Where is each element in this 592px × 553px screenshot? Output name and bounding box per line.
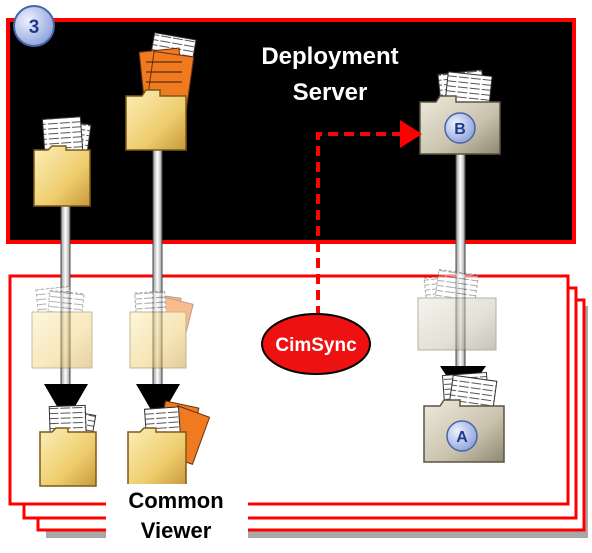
common-viewer-label-bg [106,484,248,548]
server-folder-left [33,116,92,207]
server-folder-middle [125,32,197,151]
folder-b-label: B [454,121,466,138]
arrow-head-middle [136,384,180,422]
faded-folder-middle [129,290,194,369]
faded-folder-left [31,285,93,369]
step-badge-circle [13,5,55,47]
sync-dashed-arrow [316,132,404,316]
folder-b-badge [444,112,476,144]
folder-a-label: A [456,429,468,446]
step-badge: 3 [13,5,55,47]
server-folder-b: B [419,69,501,155]
arrow-head-left [44,384,88,422]
common-viewer-title-line1: Common [128,488,223,513]
cimsync-node: CimSync [261,313,371,375]
common-viewer-title-line2: Viewer [141,518,212,543]
viewer-folder-left [39,404,97,487]
step-number: 3 [29,17,40,38]
deployment-server-title-line1: Deployment [261,43,398,70]
deployment-server-title-line2: Server [293,79,368,106]
viewer-folder-a: A [423,371,505,463]
cimsync-label: CimSync [275,335,357,356]
folder-a-badge [446,420,478,452]
faded-folder-right [417,268,497,351]
cimsync-ellipse [261,313,371,375]
viewer-folder-middle [127,400,211,487]
sync-arrow-head [400,120,422,148]
